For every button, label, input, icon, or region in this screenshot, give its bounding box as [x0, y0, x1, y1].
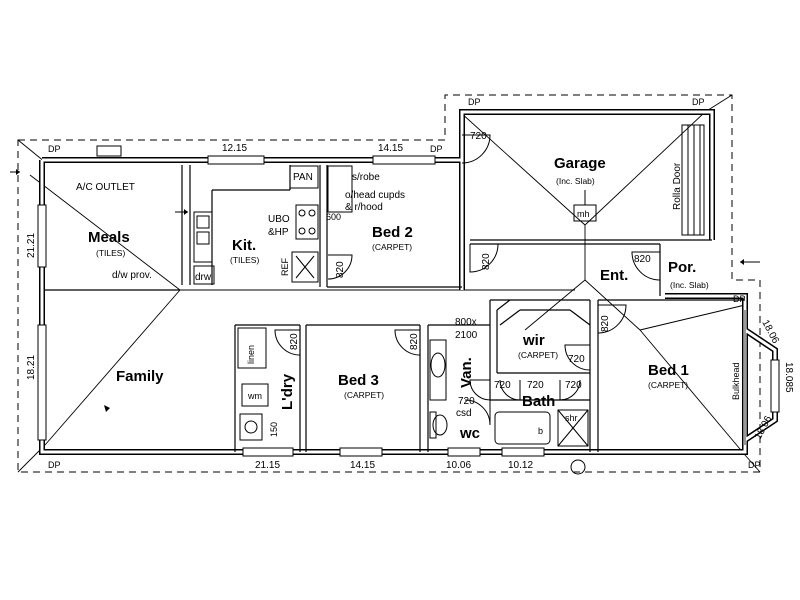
- ac-outlet-label: A/C OUTLET: [76, 182, 135, 193]
- dw-prov-label: d/w prov.: [112, 270, 152, 281]
- door-label-wc: 720: [458, 396, 475, 407]
- opening-height-label: 2100: [455, 330, 478, 341]
- fixtures: [104, 124, 746, 475]
- door-labels: 720 820 820 820 820 720 820 820 720 720 …: [289, 131, 651, 407]
- arrow-markers: [10, 169, 760, 265]
- door-label-bath-b: 720: [565, 380, 582, 391]
- door-label-bed1: 820: [600, 315, 611, 332]
- room-labels: Meals (TILES) Kit. (TILES) Bed 2 (CARPET…: [88, 155, 709, 442]
- room-entry: Ent.: [600, 267, 628, 284]
- door-label-laundry: 820: [289, 333, 300, 350]
- door-label-vanity: 720: [494, 380, 511, 391]
- drw-label: drw: [195, 272, 212, 283]
- dim-21-21: 21.21: [26, 233, 37, 258]
- dim-18-085: 18.085: [783, 362, 794, 393]
- rhood-label: & r/hood: [345, 202, 383, 213]
- room-porch: Por.: [668, 259, 696, 276]
- door-label-bed3: 820: [409, 333, 420, 350]
- door-label-bath-a: 720: [527, 380, 544, 391]
- dim-150: 150: [269, 422, 279, 437]
- pan-label: PAN: [293, 172, 313, 183]
- hp-label: &HP: [268, 227, 289, 238]
- csd-label: csd: [456, 408, 472, 419]
- windows: [37, 145, 780, 457]
- shr-label: shr: [565, 413, 578, 423]
- dim-21-15: 21.15: [255, 460, 280, 471]
- room-bed1: Bed 1: [648, 362, 689, 379]
- dim-18-21: 18.21: [26, 355, 37, 380]
- dp-marker: DP: [748, 460, 761, 470]
- dim-12-15: 12.15: [222, 143, 247, 154]
- downpipe-markers: DP DP DP DP DP DP DP: [48, 97, 761, 470]
- rolla-door-label: Rolla Door: [672, 162, 683, 210]
- door-label-entry: 820: [634, 254, 651, 265]
- dimension-labels: 12.15 14.15 21.21 18.21 21.15 14.15 10.0…: [26, 143, 794, 471]
- dp-marker: DP: [48, 144, 61, 154]
- room-meals: Meals: [88, 229, 130, 246]
- dim-14-15-top: 14.15: [378, 143, 403, 154]
- door-label-wir: 720: [568, 354, 585, 365]
- bulkhead-label: Bulkhead: [731, 362, 741, 400]
- dp-marker: DP: [692, 97, 705, 107]
- door-label-garage-side: 820: [481, 253, 492, 270]
- door-label-bed2: 820: [335, 261, 346, 278]
- ref-label: REF: [280, 257, 290, 276]
- room-laundry: L'dry: [279, 373, 296, 410]
- room-family: Family: [116, 368, 164, 385]
- linen-label: linen: [246, 345, 256, 364]
- room-wir-finish: (CARPET): [518, 350, 558, 360]
- interior-walls: [44, 165, 745, 452]
- room-porch-finish: (Inc. Slab): [670, 280, 709, 290]
- room-bed2-finish: (CARPET): [372, 242, 412, 252]
- dp-marker: DP: [430, 144, 443, 154]
- wm-label: wm: [247, 391, 262, 401]
- dp-marker: DP: [48, 460, 61, 470]
- room-wc: wc: [459, 425, 480, 442]
- room-bed2: Bed 2: [372, 224, 413, 241]
- door-label-garage: 720: [470, 131, 487, 142]
- srobe-label: s/robe: [352, 172, 380, 183]
- room-wir: wir: [522, 332, 545, 349]
- dp-marker: DP: [733, 294, 746, 304]
- dim-10-06: 10.06: [446, 460, 471, 471]
- opening-width-label: 800x: [455, 317, 477, 328]
- mh-label: mh: [577, 209, 590, 219]
- dim-600: 600: [326, 212, 341, 222]
- annotations: A/C OUTLET d/w prov. drw PAN UBO &HP REF…: [76, 162, 741, 436]
- room-kitchen-finish: (TILES): [230, 255, 259, 265]
- ohead-label: o/head cupds: [345, 190, 405, 201]
- room-kitchen: Kit.: [232, 237, 256, 254]
- room-vanity: Van.: [458, 357, 475, 388]
- dim-14-15-bottom: 14.15: [350, 460, 375, 471]
- dim-18-06-b: 18.06: [753, 414, 775, 442]
- door-swings: [274, 134, 661, 426]
- room-garage-finish: (Inc. Slab): [556, 176, 595, 186]
- room-bed3: Bed 3: [338, 372, 379, 389]
- bath-b-label: b: [538, 426, 543, 436]
- roof-hip-lines: [17, 94, 761, 473]
- dp-marker: DP: [468, 97, 481, 107]
- room-meals-finish: (TILES): [96, 248, 125, 258]
- roof-outline: [17, 94, 761, 473]
- ubo-label: UBO: [268, 214, 290, 225]
- dim-10-12: 10.12: [508, 460, 533, 471]
- room-bed3-finish: (CARPET): [344, 390, 384, 400]
- room-bath: Bath: [522, 393, 555, 410]
- room-garage: Garage: [554, 155, 606, 172]
- room-bed1-finish: (CARPET): [648, 380, 688, 390]
